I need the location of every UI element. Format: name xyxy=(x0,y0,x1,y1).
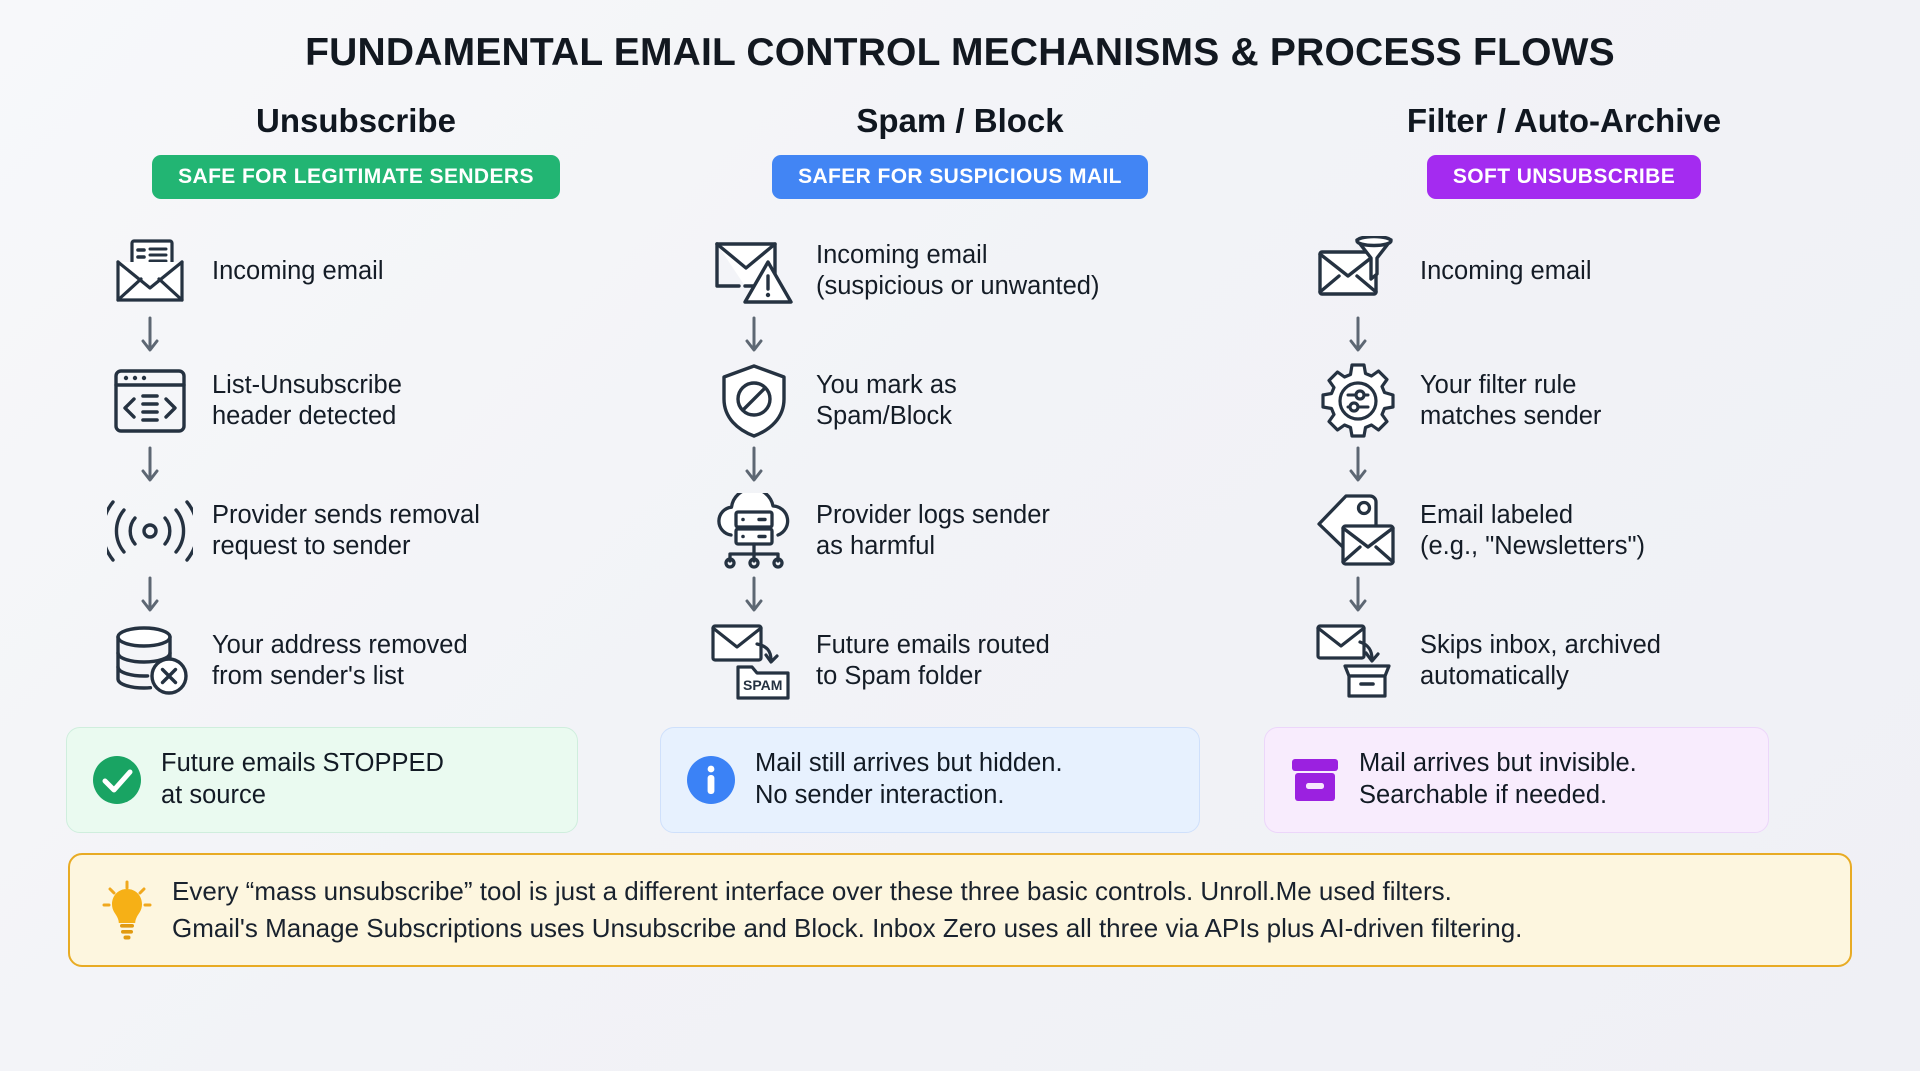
step-incoming-email-filter: Incoming email xyxy=(1310,229,1864,313)
steps-spam-block: Incoming email (suspicious or unwanted) xyxy=(660,229,1260,703)
envelope-to-spam-folder-icon: SPAM xyxy=(706,619,802,703)
column-spam-block: Spam / Block SAFER FOR SUSPICIOUS MAIL xyxy=(660,101,1260,833)
steps-filter-auto-archive: Incoming email xyxy=(1264,229,1864,703)
step-label: List-Unsubscribe header detected xyxy=(212,371,402,431)
step-label: Email labeled (e.g., "Newsletters") xyxy=(1420,501,1645,561)
envelope-funnel-icon xyxy=(1310,229,1406,313)
step-list-unsubscribe-header: List-Unsubscribe header detected xyxy=(102,359,656,443)
arrow-down-icon xyxy=(102,573,198,619)
footer-note: Every “mass unsubscribe” tool is just a … xyxy=(68,852,1852,967)
outcome-card-filter: Mail arrives but invisible. Searchable i… xyxy=(1264,727,1769,833)
step-label: You mark as Spam/Block xyxy=(816,371,957,431)
step-label: Future emails routed to Spam folder xyxy=(816,631,1050,691)
outcome-label: Future emails STOPPED at source xyxy=(161,749,444,810)
arrow-down-icon xyxy=(706,313,802,359)
page-title: FUNDAMENTAL EMAIL CONTROL MECHANISMS & P… xyxy=(305,31,1615,74)
outcome-card-unsubscribe: Future emails STOPPED at source xyxy=(66,727,578,833)
column-heading-spam-block: Spam / Block xyxy=(856,101,1064,139)
badge-row-filter: SOFT UNSUBSCRIBE xyxy=(1264,155,1864,200)
arrow-down-icon xyxy=(1310,573,1406,619)
newsletter-envelope-icon xyxy=(102,229,198,313)
arrow-down-icon xyxy=(102,443,198,489)
column-heading-unsubscribe: Unsubscribe xyxy=(256,101,456,139)
lightbulb-icon xyxy=(96,877,158,943)
column-filter-auto-archive: Filter / Auto-Archive SOFT UNSUBSCRIBE xyxy=(1264,101,1864,833)
step-incoming-suspicious-email: Incoming email (suspicious or unwanted) xyxy=(706,229,1260,313)
badge-row-spam-block: SAFER FOR SUSPICIOUS MAIL xyxy=(660,155,1260,200)
badge-soft-unsubscribe: SOFT UNSUBSCRIBE xyxy=(1426,155,1702,200)
step-label: Incoming email xyxy=(1420,256,1592,285)
columns-container: Unsubscribe SAFE FOR LEGITIMATE SENDERS xyxy=(56,101,1864,833)
check-circle-icon xyxy=(89,752,145,808)
step-label: Your address removed from sender's list xyxy=(212,631,468,691)
badge-safer-for-suspicious-mail: SAFER FOR SUSPICIOUS MAIL xyxy=(772,155,1148,200)
step-email-labeled: Email labeled (e.g., "Newsletters") xyxy=(1310,489,1864,573)
archive-box-icon xyxy=(1287,752,1343,808)
arrow-down-icon xyxy=(102,313,198,359)
step-filter-rule-matches: Your filter rule matches sender xyxy=(1310,359,1864,443)
info-circle-icon xyxy=(683,752,739,808)
step-provider-sends-removal-request: Provider sends removal request to sender xyxy=(102,489,656,573)
badge-row-unsubscribe: SAFE FOR LEGITIMATE SENDERS xyxy=(56,155,656,200)
envelope-warning-icon xyxy=(706,229,802,313)
shield-block-icon xyxy=(706,359,802,443)
step-provider-logs-sender: Provider logs sender as harmful xyxy=(706,489,1260,573)
step-address-removed: Your address removed from sender's list xyxy=(102,619,656,703)
footer-note-text: Every “mass unsubscribe” tool is just a … xyxy=(172,875,1523,943)
step-skips-inbox-archived: Skips inbox, archived automatically xyxy=(1310,619,1864,703)
steps-unsubscribe: Incoming email xyxy=(56,229,656,703)
arrow-down-icon xyxy=(706,443,802,489)
step-label: Incoming email xyxy=(212,256,384,285)
step-label: Provider logs sender as harmful xyxy=(816,501,1050,561)
outcome-card-spam-block: Mail still arrives but hidden. No sender… xyxy=(660,727,1200,833)
column-heading-filter-auto-archive: Filter / Auto-Archive xyxy=(1406,101,1722,139)
arrow-down-icon xyxy=(1310,443,1406,489)
outcome-label: Mail still arrives but hidden. No sender… xyxy=(755,749,1063,810)
badge-safe-for-legitimate-senders: SAFE FOR LEGITIMATE SENDERS xyxy=(152,155,560,200)
tag-envelope-icon xyxy=(1310,489,1406,573)
step-label: Your filter rule matches sender xyxy=(1420,371,1602,431)
step-label: Incoming email (suspicious or unwanted) xyxy=(816,241,1100,301)
cloud-server-icon xyxy=(706,489,802,573)
step-future-emails-routed-to-spam: SPAM Future emails routed to Spam folder xyxy=(706,619,1260,703)
svg-text:SPAM: SPAM xyxy=(743,677,782,693)
step-you-mark-as-spam-block: You mark as Spam/Block xyxy=(706,359,1260,443)
column-unsubscribe: Unsubscribe SAFE FOR LEGITIMATE SENDERS xyxy=(56,101,656,833)
gear-sliders-icon xyxy=(1310,359,1406,443)
envelope-to-archive-box-icon xyxy=(1310,619,1406,703)
arrow-down-icon xyxy=(1310,313,1406,359)
step-incoming-email: Incoming email xyxy=(102,229,656,313)
step-label: Provider sends removal request to sender xyxy=(212,501,480,561)
broadcast-signal-icon xyxy=(102,489,198,573)
step-label: Skips inbox, archived automatically xyxy=(1420,631,1661,691)
arrow-down-icon xyxy=(706,573,802,619)
database-remove-icon xyxy=(102,619,198,703)
code-window-icon xyxy=(102,359,198,443)
outcome-label: Mail arrives but invisible. Searchable i… xyxy=(1359,749,1637,810)
